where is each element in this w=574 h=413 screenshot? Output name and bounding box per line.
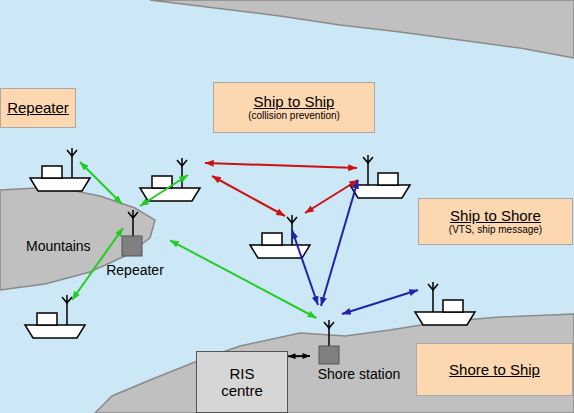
- repeater-link: [80, 162, 122, 204]
- land-north: [150, 0, 574, 58]
- ship: [140, 158, 200, 201]
- section-tag: Repeater: [0, 88, 76, 128]
- place-label: Mountains: [26, 238, 91, 254]
- section-tag: Ship to Shore(VTS, ship message): [418, 198, 573, 245]
- ship: [350, 155, 410, 198]
- shore-link: [342, 290, 418, 314]
- ship: [25, 295, 85, 338]
- shore-link: [292, 230, 318, 305]
- repeater-station: [122, 210, 142, 256]
- land-shore: [95, 314, 574, 413]
- node-subtitle: (VTS, ship message): [449, 224, 542, 236]
- node-title: Repeater: [7, 99, 69, 116]
- node-title: Shore to Ship: [449, 361, 540, 378]
- shore-station: [319, 320, 339, 364]
- shore-station: Shore station: [310, 318, 408, 383]
- repeater-link: [140, 175, 188, 206]
- repeater-station: Repeater: [100, 207, 170, 279]
- ship: [415, 282, 475, 325]
- radio-link: [170, 240, 316, 318]
- radio-links: [72, 162, 418, 314]
- control-centre-box: RIS centre: [196, 351, 288, 413]
- ship-link: [205, 163, 357, 168]
- node-title: RIS centre: [215, 365, 270, 400]
- ship: [30, 148, 90, 191]
- cable-link: [288, 355, 310, 357]
- ship: [250, 215, 310, 258]
- node-subtitle: (collision prevention): [248, 110, 340, 122]
- node-title: Ship to Shore: [450, 207, 541, 224]
- ship-link: [212, 176, 285, 216]
- node-title: Ship to Ship: [254, 93, 335, 110]
- section-tag: Ship to Ship(collision prevention): [213, 82, 375, 133]
- ships: [25, 148, 475, 338]
- node-title: Repeater: [106, 262, 164, 278]
- node-title: Shore station: [318, 366, 401, 382]
- shore-link: [321, 180, 358, 306]
- section-tag: Shore to Ship: [416, 343, 573, 396]
